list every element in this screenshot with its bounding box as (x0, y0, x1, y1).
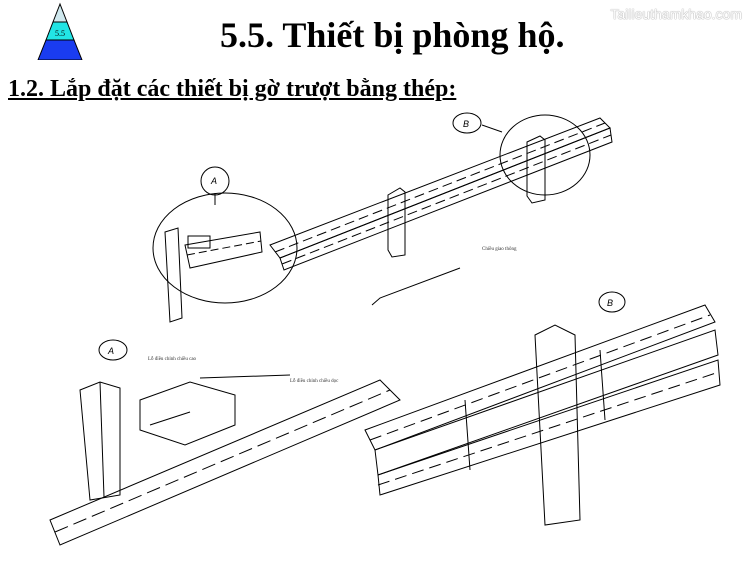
traffic-direction-label: Chiều giao thông (482, 247, 517, 252)
page-title: 5.5. Thiết bị phòng hộ. (220, 15, 565, 55)
callout-b-bottom: B (607, 298, 613, 308)
section-subtitle: 1.2. Lắp đặt các thiết bị gờ trượt bằng … (8, 76, 457, 102)
callout-circle-a-top (200, 166, 230, 196)
detail-a: A Lỗ điều chỉnh chiều cao Lỗ điều chỉnh … (49, 339, 401, 546)
callout-a-bottom: A (107, 346, 114, 356)
length-adjust-label: Lỗ điều chỉnh chiều dọc (290, 378, 339, 384)
watermark: Tailieuthamkhao.com (610, 6, 742, 22)
height-adjust-label: Lỗ điều chỉnh chiều cao (148, 356, 197, 362)
logo-label: 5.5 (55, 29, 65, 38)
pyramid-logo: 5.5 (37, 2, 83, 60)
overview-guardrail: A B Chiều giao thông (152, 112, 613, 323)
callout-b-top: B (463, 119, 469, 129)
detail-b: B (364, 291, 721, 526)
callout-a-top: A (210, 176, 217, 186)
